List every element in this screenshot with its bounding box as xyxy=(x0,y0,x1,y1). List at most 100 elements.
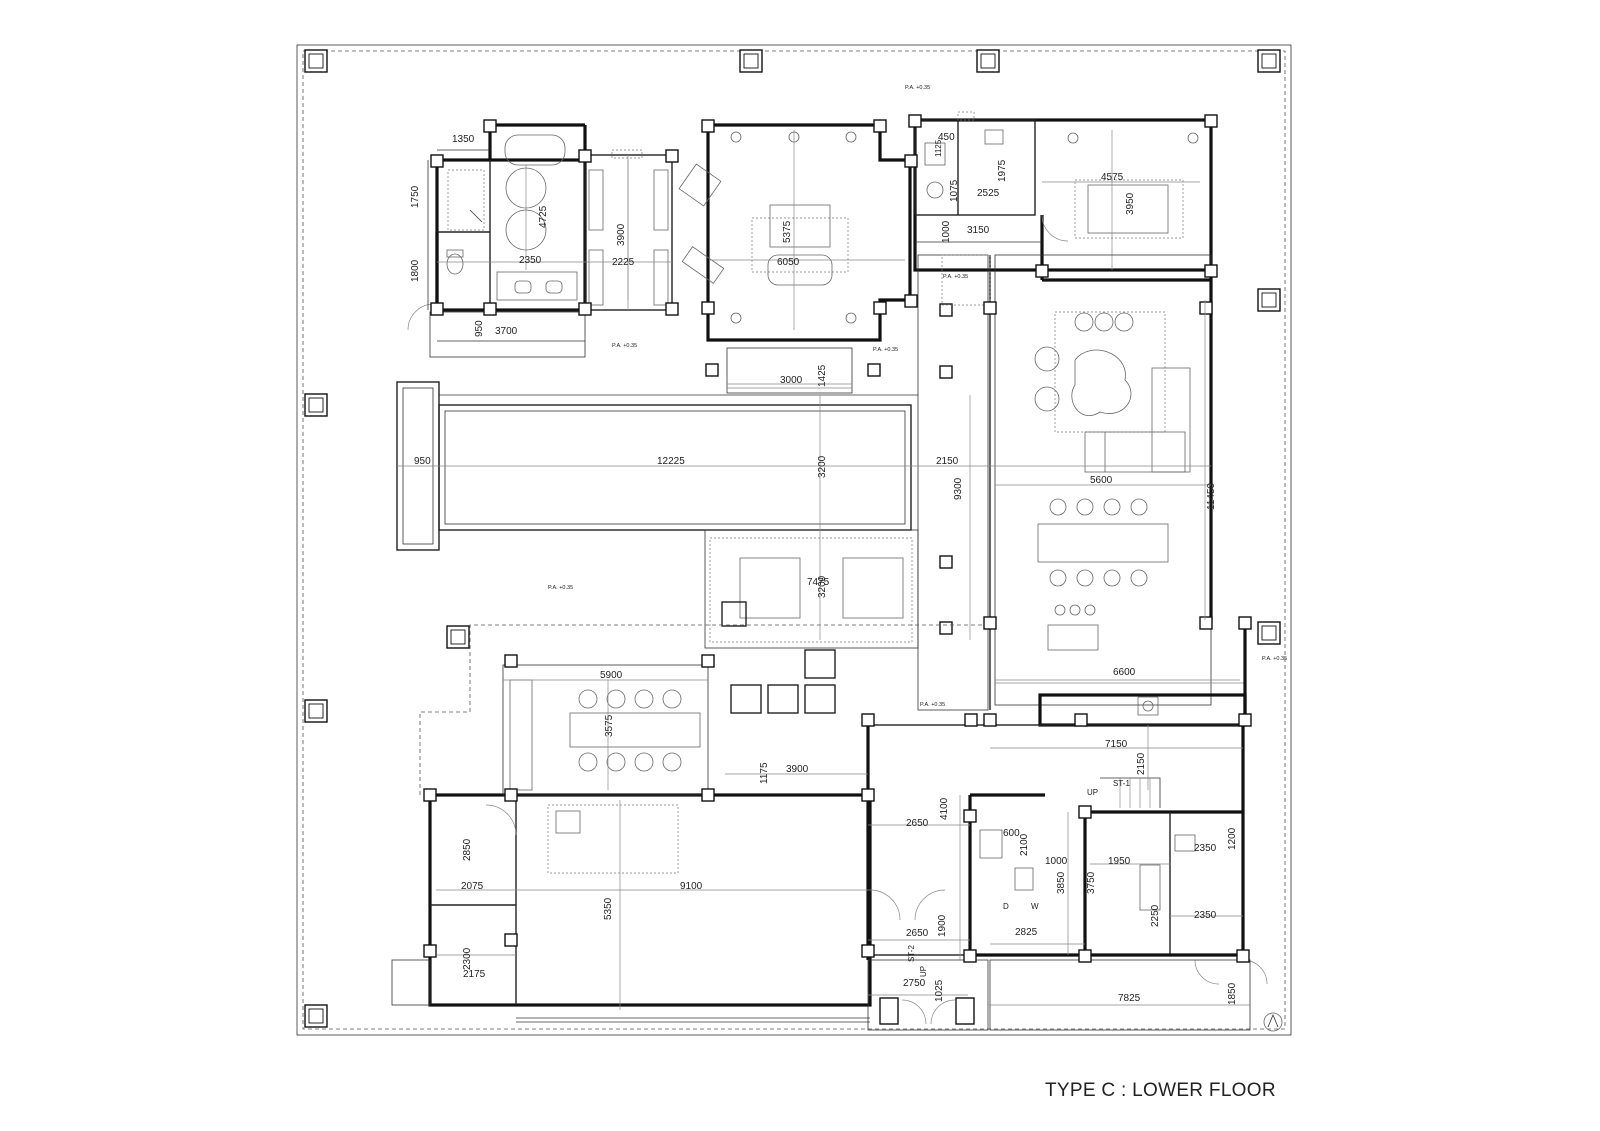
dimension-label: 3750 xyxy=(1086,871,1097,894)
level-note: P.A. +0.35 xyxy=(1262,656,1287,662)
dimension-label: 2750 xyxy=(903,978,926,989)
pier xyxy=(304,49,328,73)
dimension-label: 3850 xyxy=(1056,871,1067,894)
dimension-label: 3575 xyxy=(604,714,615,737)
level-note: P.A. +0.35 xyxy=(943,274,968,280)
stair-up-label: UP xyxy=(919,966,928,977)
family-room xyxy=(391,793,872,1023)
courtyard xyxy=(705,254,991,711)
dimension-label: 5600 xyxy=(1090,475,1113,486)
master-bedroom xyxy=(678,123,912,342)
dimension-label: 2175 xyxy=(463,969,486,980)
dimension-label: 9300 xyxy=(953,477,964,500)
dining-area xyxy=(1037,498,1169,651)
washer-label: W xyxy=(1031,902,1039,911)
dimension-lines xyxy=(397,149,1250,1010)
dimension-label: 1750 xyxy=(410,185,421,208)
level-note: P.A. +0.35 xyxy=(920,702,945,708)
dimension-label: 2150 xyxy=(1136,752,1147,775)
dimension-label: 1000 xyxy=(1045,856,1068,867)
dimension-label: 1900 xyxy=(937,914,948,937)
dimension-label: 2650 xyxy=(906,818,929,829)
dimension-label: 2250 xyxy=(1150,904,1161,927)
dimension-label: 11450 xyxy=(1206,482,1217,510)
dimension-label: 2825 xyxy=(1015,927,1038,938)
pool-deck xyxy=(704,529,919,714)
dimension-label: 4575 xyxy=(1101,172,1124,183)
stair-tag: ST-2 xyxy=(907,945,916,962)
dimension-label: 1125 xyxy=(934,139,943,157)
service-core xyxy=(866,724,1268,985)
dimension-label: 3200 xyxy=(817,455,828,478)
living-room xyxy=(994,254,1245,706)
dimension-label: 2650 xyxy=(906,928,929,939)
dimension-label: 7150 xyxy=(1105,739,1128,750)
dimension-label: 5900 xyxy=(600,670,623,681)
level-notes: P.A. +0.35 P.A. +0.35 P.A. +0.35 P.A. +0… xyxy=(548,85,1287,708)
site-boundary xyxy=(296,44,1292,1036)
drawing-title: TYPE C : LOWER FLOOR xyxy=(1045,1080,1276,1101)
dimension-label: 1025 xyxy=(934,979,945,1002)
dimension-label: 9100 xyxy=(680,881,703,892)
stair-labels: UP ST-1 UP ST-2 D W xyxy=(907,779,1130,977)
dimension-label: 4725 xyxy=(538,205,549,228)
pier xyxy=(446,625,470,649)
level-note: P.A. +0.35 xyxy=(905,85,930,91)
dimension-label: 2525 xyxy=(977,188,1000,199)
dimension-label: 1425 xyxy=(817,364,828,387)
dimension-label: 2350 xyxy=(1194,843,1217,854)
dimension-label: 3200 xyxy=(817,575,828,598)
level-note: P.A. +0.35 xyxy=(612,343,637,349)
pier xyxy=(1257,621,1281,645)
dimension-labels: 1350 1750 4725 1800 2350 950 3700 3900 2… xyxy=(410,132,1238,1005)
boundary-piers xyxy=(304,49,1281,1028)
structural-columns xyxy=(423,114,1252,963)
dimension-label: 5350 xyxy=(603,897,614,920)
dimension-label: 2350 xyxy=(1194,910,1217,921)
dimension-label: 2100 xyxy=(1019,833,1030,856)
pier xyxy=(739,49,763,73)
pier xyxy=(304,699,328,723)
dimension-label: 3900 xyxy=(616,223,627,246)
dryer-label: D xyxy=(1003,902,1009,911)
entry-foyer xyxy=(867,959,1283,1032)
dimension-label: 3700 xyxy=(495,326,518,337)
pier xyxy=(304,1004,328,1028)
dimension-label: 1000 xyxy=(941,220,952,243)
dimension-label: 7475 xyxy=(807,577,830,588)
swimming-pool xyxy=(396,381,918,551)
stair-up-label: UP xyxy=(1087,788,1098,797)
dimension-label: 3150 xyxy=(967,225,990,236)
pier xyxy=(1257,288,1281,312)
pier xyxy=(1257,49,1281,73)
pier xyxy=(976,49,1000,73)
dimension-label: 6600 xyxy=(1113,667,1136,678)
dimension-label: 1975 xyxy=(997,159,1008,182)
dimension-label: 3000 xyxy=(780,375,803,386)
level-note: P.A. +0.35 xyxy=(548,585,573,591)
dimension-label: 12225 xyxy=(657,456,685,467)
outdoor-dining xyxy=(419,624,990,796)
walk-in-closet xyxy=(584,149,673,311)
dimension-label: 1075 xyxy=(949,179,960,202)
dimension-label: 2150 xyxy=(936,456,959,467)
dimension-label: 2350 xyxy=(519,255,542,266)
dimension-label: 1850 xyxy=(1227,982,1238,1005)
dimension-label: 1175 xyxy=(759,762,770,784)
dimension-label: 3900 xyxy=(786,764,809,775)
kitchen xyxy=(1038,622,1247,727)
dimension-label: 2225 xyxy=(612,257,635,268)
dimension-label: 600 xyxy=(1003,828,1020,839)
dimension-label: 4100 xyxy=(939,797,950,820)
dimension-label: 7825 xyxy=(1118,993,1141,1004)
stair-tag: ST-1 xyxy=(1113,779,1130,788)
dimension-label: 1950 xyxy=(1108,856,1131,867)
dimension-label: 950 xyxy=(474,320,485,337)
level-note: P.A. +0.35 xyxy=(873,347,898,353)
dimension-label: 950 xyxy=(414,456,431,467)
dimension-label: 2850 xyxy=(462,838,473,861)
dimension-label: 2075 xyxy=(461,881,484,892)
dimension-label: 6050 xyxy=(777,257,800,268)
dimension-label: 5375 xyxy=(782,220,793,243)
